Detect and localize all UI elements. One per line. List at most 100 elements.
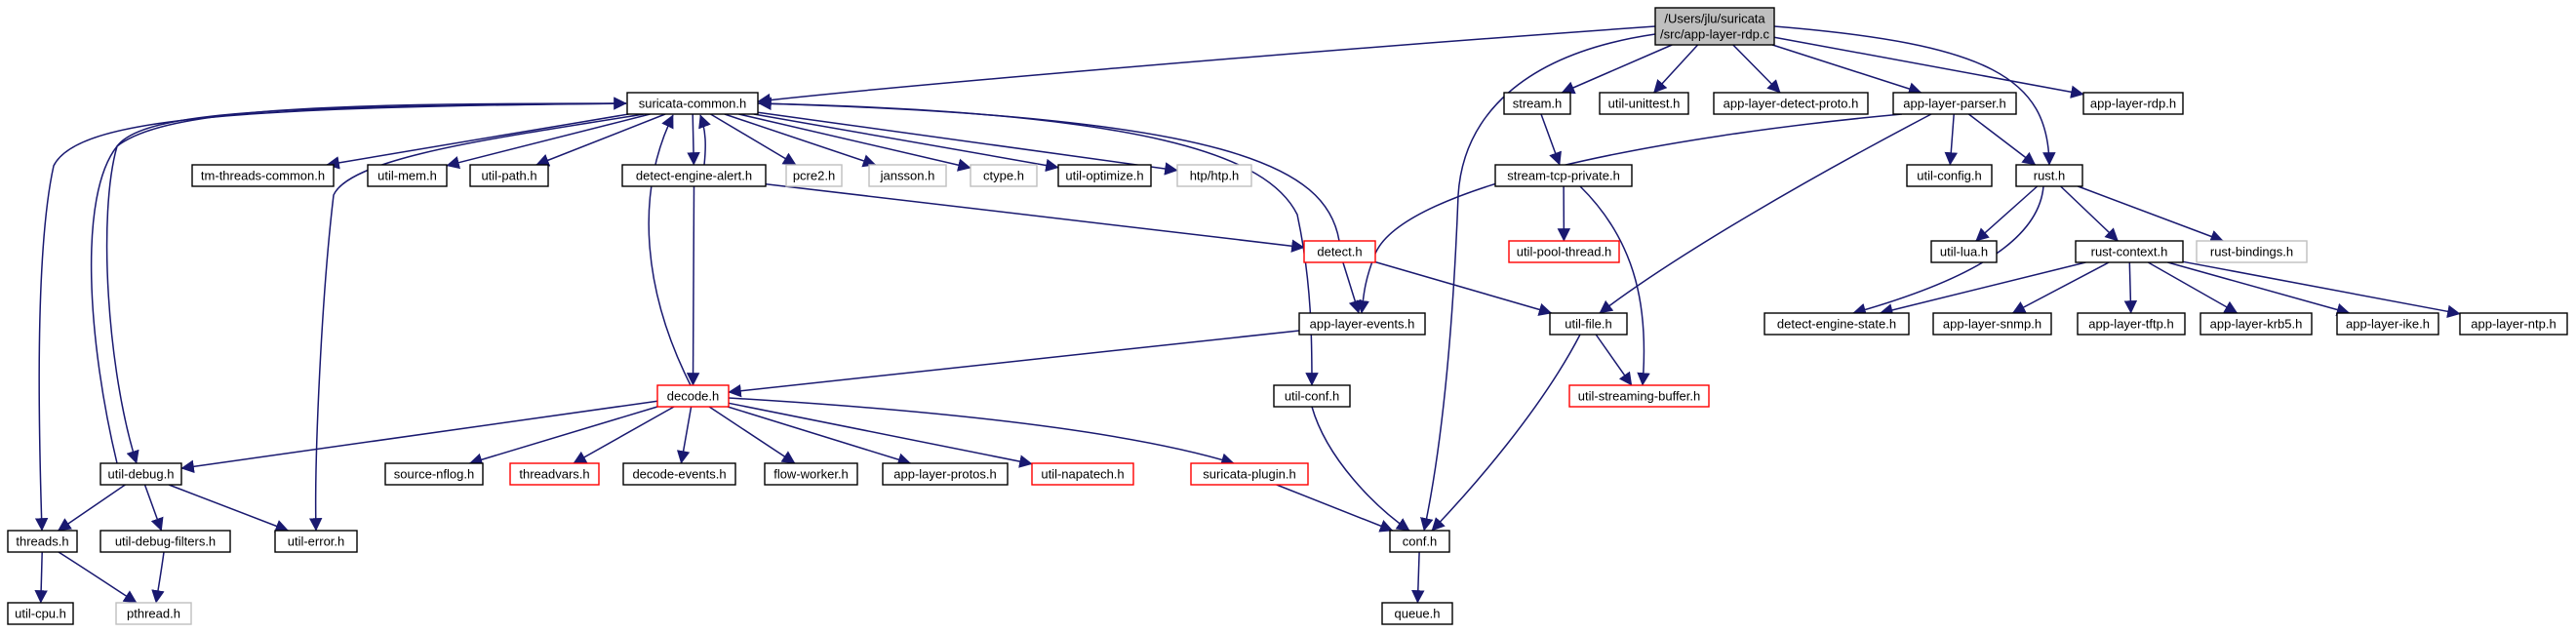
node-util-debug[interactable]: util-debug.h: [99, 462, 182, 486]
node-util-file[interactable]: util-file.h: [1549, 312, 1628, 336]
node-tm-threads-common[interactable]: tm-threads-common.h: [191, 164, 335, 187]
node-box: [868, 164, 947, 187]
node-rust-context[interactable]: rust-context.h: [2075, 240, 2184, 263]
edge-detect-to-app-layer-events: [1342, 261, 1362, 314]
edge-root-to-app-layer-rdp: [1773, 36, 2084, 99]
node-label: htp/htp.h: [1190, 169, 1240, 183]
node-rust[interactable]: rust.h: [2015, 164, 2083, 187]
node-box: [970, 164, 1038, 187]
node-util-lua[interactable]: util-lua.h: [1930, 240, 1998, 263]
node-util-conf[interactable]: util-conf.h: [1273, 384, 1351, 408]
node-conf[interactable]: conf.h: [1389, 530, 1450, 553]
node-threads[interactable]: threads.h: [7, 530, 78, 553]
node-stream[interactable]: stream.h: [1503, 92, 1571, 115]
node-label: detect-engine-alert.h: [636, 169, 752, 183]
edge-suricata-common-to-htp: [757, 111, 1178, 176]
edge-suricata-common-to-util-optimize: [753, 113, 1059, 173]
node-box: [1599, 92, 1689, 115]
node-box: [2077, 312, 2186, 336]
edge-suricata-common-to-jansson: [724, 113, 877, 168]
node-box: [1273, 384, 1351, 408]
node-detect-engine-alert[interactable]: detect-engine-alert.h: [621, 164, 767, 187]
edge-decode-to-util-napatech: [728, 402, 1033, 468]
node-app-layer-detect-proto[interactable]: app-layer-detect-proto.h: [1713, 92, 1869, 115]
node-label: app-layer-ntp.h: [2471, 317, 2556, 332]
node-label: stream-tcp-private.h: [1507, 169, 1620, 183]
node-queue[interactable]: queue.h: [1381, 602, 1453, 625]
edge-app-layer-parser-to-util-config: [1944, 113, 1958, 166]
node-box: [115, 602, 192, 625]
edge-decode-to-suricata-common: [648, 114, 692, 386]
node-label: app-layer-krb5.h: [2210, 317, 2303, 332]
edge-root-to-conf: [1420, 33, 1656, 532]
node-app-layer-events[interactable]: app-layer-events.h: [1298, 312, 1426, 336]
node-util-error[interactable]: util-error.h: [274, 530, 358, 553]
node-util-config[interactable]: util-config.h: [1906, 164, 1993, 187]
node-util-streaming-buffer[interactable]: util-streaming-buffer.h: [1568, 384, 1710, 408]
node-box: [2336, 312, 2439, 336]
node-app-layer-tftp[interactable]: app-layer-tftp.h: [2077, 312, 2186, 336]
edge-util-debug-to-util-error: [168, 484, 290, 533]
edge-detect-to-util-file: [1374, 260, 1553, 316]
edge-threads-to-util-cpu: [34, 551, 48, 604]
node-suricata-common[interactable]: suricata-common.h: [626, 92, 759, 115]
node-util-unittest[interactable]: util-unittest.h: [1599, 92, 1689, 115]
node-util-path[interactable]: util-path.h: [469, 164, 549, 187]
node-app-layer-krb5[interactable]: app-layer-krb5.h: [2200, 312, 2313, 336]
node-suricata-plugin[interactable]: suricata-plugin.h: [1190, 462, 1309, 486]
node-box: [1906, 164, 1993, 187]
node-util-optimize[interactable]: util-optimize.h: [1057, 164, 1152, 187]
node-pcre2[interactable]: pcre2.h: [785, 164, 843, 187]
node-app-layer-ike[interactable]: app-layer-ike.h: [2336, 312, 2439, 336]
node-htp[interactable]: htp/htp.h: [1176, 164, 1252, 187]
node-app-layer-rdp[interactable]: app-layer-rdp.h: [2082, 92, 2184, 115]
node-rust-bindings[interactable]: rust-bindings.h: [2196, 240, 2308, 263]
node-box: [1298, 312, 1426, 336]
node-label: util-path.h: [481, 169, 536, 183]
node-pthread[interactable]: pthread.h: [115, 602, 192, 625]
node-label: util-debug.h: [108, 467, 175, 482]
node-jansson[interactable]: jansson.h: [868, 164, 947, 187]
node-decode[interactable]: decode.h: [656, 384, 730, 408]
node-label: util-unittest.h: [1608, 97, 1681, 111]
node-label: util-mem.h: [377, 169, 437, 183]
node-util-mem[interactable]: util-mem.h: [367, 164, 448, 187]
node-label: decode-events.h: [632, 467, 726, 482]
node-box: [1303, 240, 1376, 263]
node-flow-worker[interactable]: flow-worker.h: [764, 462, 858, 486]
edge-app-layer-parser-to-rust: [1967, 113, 2037, 166]
node-label: app-layer-tftp.h: [2088, 317, 2173, 332]
node-label: util-debug-filters.h: [115, 534, 216, 549]
node-label: util-error.h: [288, 534, 345, 549]
node-label: rust.h: [2034, 169, 2066, 183]
node-app-layer-ntp[interactable]: app-layer-ntp.h: [2459, 312, 2568, 336]
node-util-cpu[interactable]: util-cpu.h: [7, 602, 74, 625]
node-ctype[interactable]: ctype.h: [970, 164, 1038, 187]
node-detect-engine-state[interactable]: detect-engine-state.h: [1764, 312, 1910, 336]
edge-stream-to-stream-tcp-private: [1540, 113, 1562, 166]
node-threadvars[interactable]: threadvars.h: [509, 462, 600, 486]
node-decode-events[interactable]: decode-events.h: [622, 462, 736, 486]
node-stream-tcp-private[interactable]: stream-tcp-private.h: [1494, 164, 1633, 187]
node-box: [367, 164, 448, 187]
node-box: [384, 462, 484, 486]
node-label: ctype.h: [983, 169, 1024, 183]
node-util-napatech[interactable]: util-napatech.h: [1031, 462, 1134, 486]
node-box: [274, 530, 358, 553]
node-label: rust-bindings.h: [2210, 245, 2293, 259]
node-app-layer-protos[interactable]: app-layer-protos.h: [882, 462, 1009, 486]
node-app-layer-snmp[interactable]: app-layer-snmp.h: [1932, 312, 2052, 336]
node-label: flow-worker.h: [773, 467, 849, 482]
node-util-pool-thread[interactable]: util-pool-thread.h: [1508, 240, 1620, 263]
edge-detect-to-suricata-common: [758, 97, 1340, 242]
edge-threads-to-pthread: [58, 551, 138, 604]
node-label: util-file.h: [1565, 317, 1611, 332]
node-detect[interactable]: detect.h: [1303, 240, 1376, 263]
edge-app-layer-events-to-decode: [728, 330, 1300, 398]
node-util-debug-filters[interactable]: util-debug-filters.h: [99, 530, 231, 553]
node-source-nflog[interactable]: source-nflog.h: [384, 462, 484, 486]
node-app-layer-parser[interactable]: app-layer-parser.h: [1892, 92, 2017, 115]
edge-suricata-common-to-detect-engine-alert: [687, 113, 700, 166]
node-box: [2015, 164, 2083, 187]
edge-suricata-common-to-tm-threads-common: [326, 113, 629, 170]
